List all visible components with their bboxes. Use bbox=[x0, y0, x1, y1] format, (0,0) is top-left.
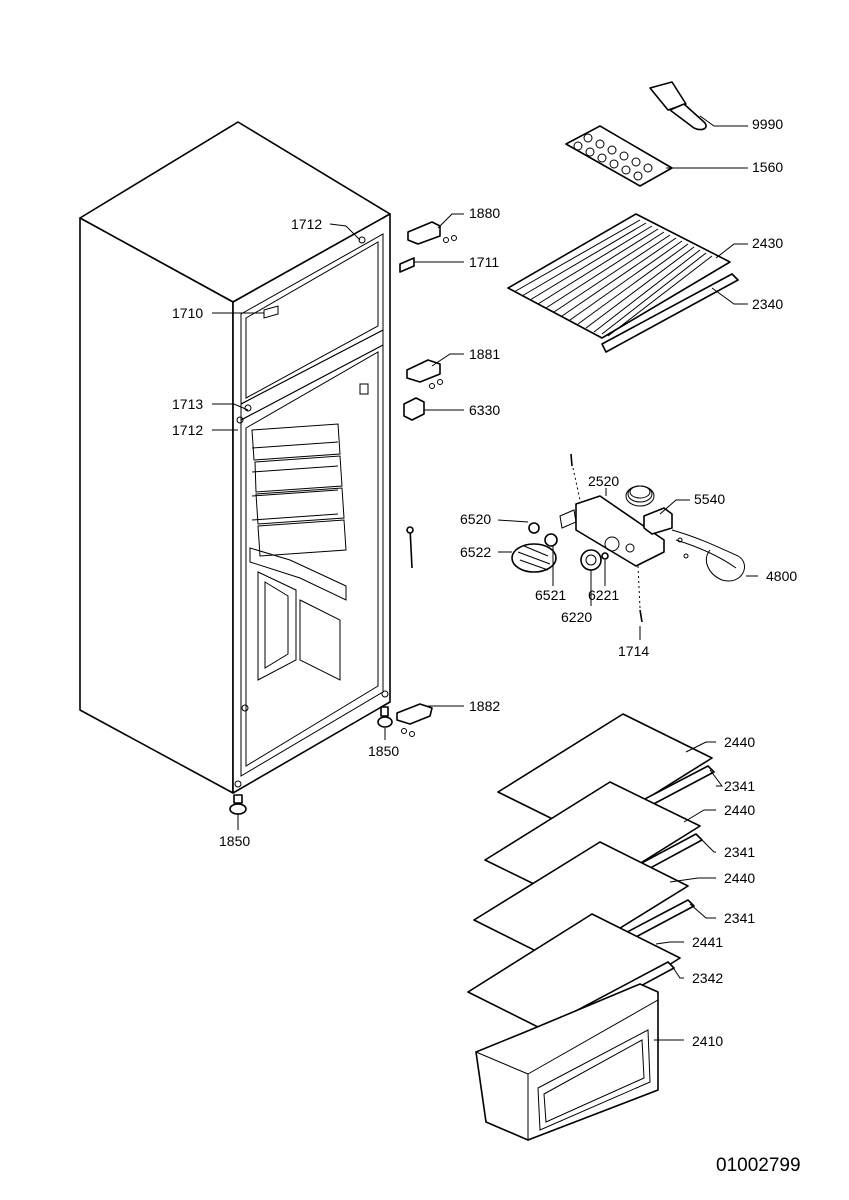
adjustable-foot-front bbox=[229, 794, 247, 815]
part-number-labels: 9990 1560 1880 1711 1712 2430 2340 1710 … bbox=[172, 116, 801, 1176]
label-6520: 6520 bbox=[460, 511, 491, 527]
screw-part bbox=[601, 552, 609, 560]
label-1880: 1880 bbox=[469, 205, 500, 221]
label-2410: 2410 bbox=[692, 1033, 723, 1049]
crisper-drawer-part bbox=[475, 983, 659, 1141]
label-2440-c: 2440 bbox=[724, 870, 755, 886]
middle-hinge-part bbox=[406, 359, 443, 389]
label-5540: 5540 bbox=[694, 491, 725, 507]
label-6330: 6330 bbox=[469, 402, 500, 418]
light-switch-part bbox=[403, 397, 425, 421]
label-2340: 2340 bbox=[752, 296, 783, 312]
ice-tray-part bbox=[565, 125, 673, 187]
label-4800: 4800 bbox=[766, 568, 797, 584]
ice-scraper-part bbox=[649, 81, 707, 131]
lamp-holder-part bbox=[511, 543, 557, 573]
wiring-harness-part bbox=[671, 529, 745, 582]
label-2440-b: 2440 bbox=[724, 802, 755, 818]
label-1713: 1713 bbox=[172, 396, 203, 412]
thermostat-coil-part bbox=[625, 485, 655, 507]
hinge-cover-part bbox=[399, 257, 415, 273]
label-2341-b: 2341 bbox=[724, 844, 755, 860]
label-6221: 6221 bbox=[588, 587, 619, 603]
thermostat-housing-part bbox=[559, 495, 665, 567]
adjustable-foot-door bbox=[377, 706, 393, 728]
label-1882: 1882 bbox=[469, 698, 500, 714]
label-2430: 2430 bbox=[752, 235, 783, 251]
document-number: 01002799 bbox=[716, 1155, 801, 1176]
label-2440-a: 2440 bbox=[724, 734, 755, 750]
label-2341-c: 2341 bbox=[724, 910, 755, 926]
label-1712-top: 1712 bbox=[291, 216, 322, 232]
housing-screws bbox=[570, 453, 643, 623]
top-hinge-part bbox=[407, 221, 457, 245]
label-2441: 2441 bbox=[692, 934, 723, 950]
shelf-strip-part bbox=[601, 273, 739, 353]
thermostat-knob-part bbox=[580, 549, 602, 571]
door-pin-part bbox=[406, 526, 414, 569]
thermostat-part bbox=[643, 507, 673, 535]
refrigerator-cabinet bbox=[79, 121, 391, 794]
label-9990: 9990 bbox=[752, 116, 783, 132]
label-1881: 1881 bbox=[469, 346, 500, 362]
wire-shelf-part bbox=[507, 213, 731, 339]
label-2341-a: 2341 bbox=[724, 778, 755, 794]
leader-lines bbox=[212, 115, 758, 1041]
lamp-socket-part bbox=[544, 533, 558, 547]
label-2342: 2342 bbox=[692, 970, 723, 986]
label-1714: 1714 bbox=[618, 643, 649, 659]
label-1850-door: 1850 bbox=[368, 743, 399, 759]
glass-shelf-part-3 bbox=[473, 841, 689, 965]
label-1710: 1710 bbox=[172, 305, 203, 321]
glass-shelf-part-4 bbox=[467, 913, 681, 1037]
label-6220: 6220 bbox=[561, 609, 592, 625]
bottom-hinge-part bbox=[396, 703, 433, 737]
label-1712-mid: 1712 bbox=[172, 422, 203, 438]
label-6521: 6521 bbox=[535, 587, 566, 603]
label-1711: 1711 bbox=[469, 254, 499, 270]
label-1850-foot: 1850 bbox=[219, 833, 250, 849]
bulb-part bbox=[528, 522, 540, 534]
label-6522: 6522 bbox=[460, 544, 491, 560]
label-2520: 2520 bbox=[588, 473, 619, 489]
label-1560: 1560 bbox=[752, 159, 783, 175]
